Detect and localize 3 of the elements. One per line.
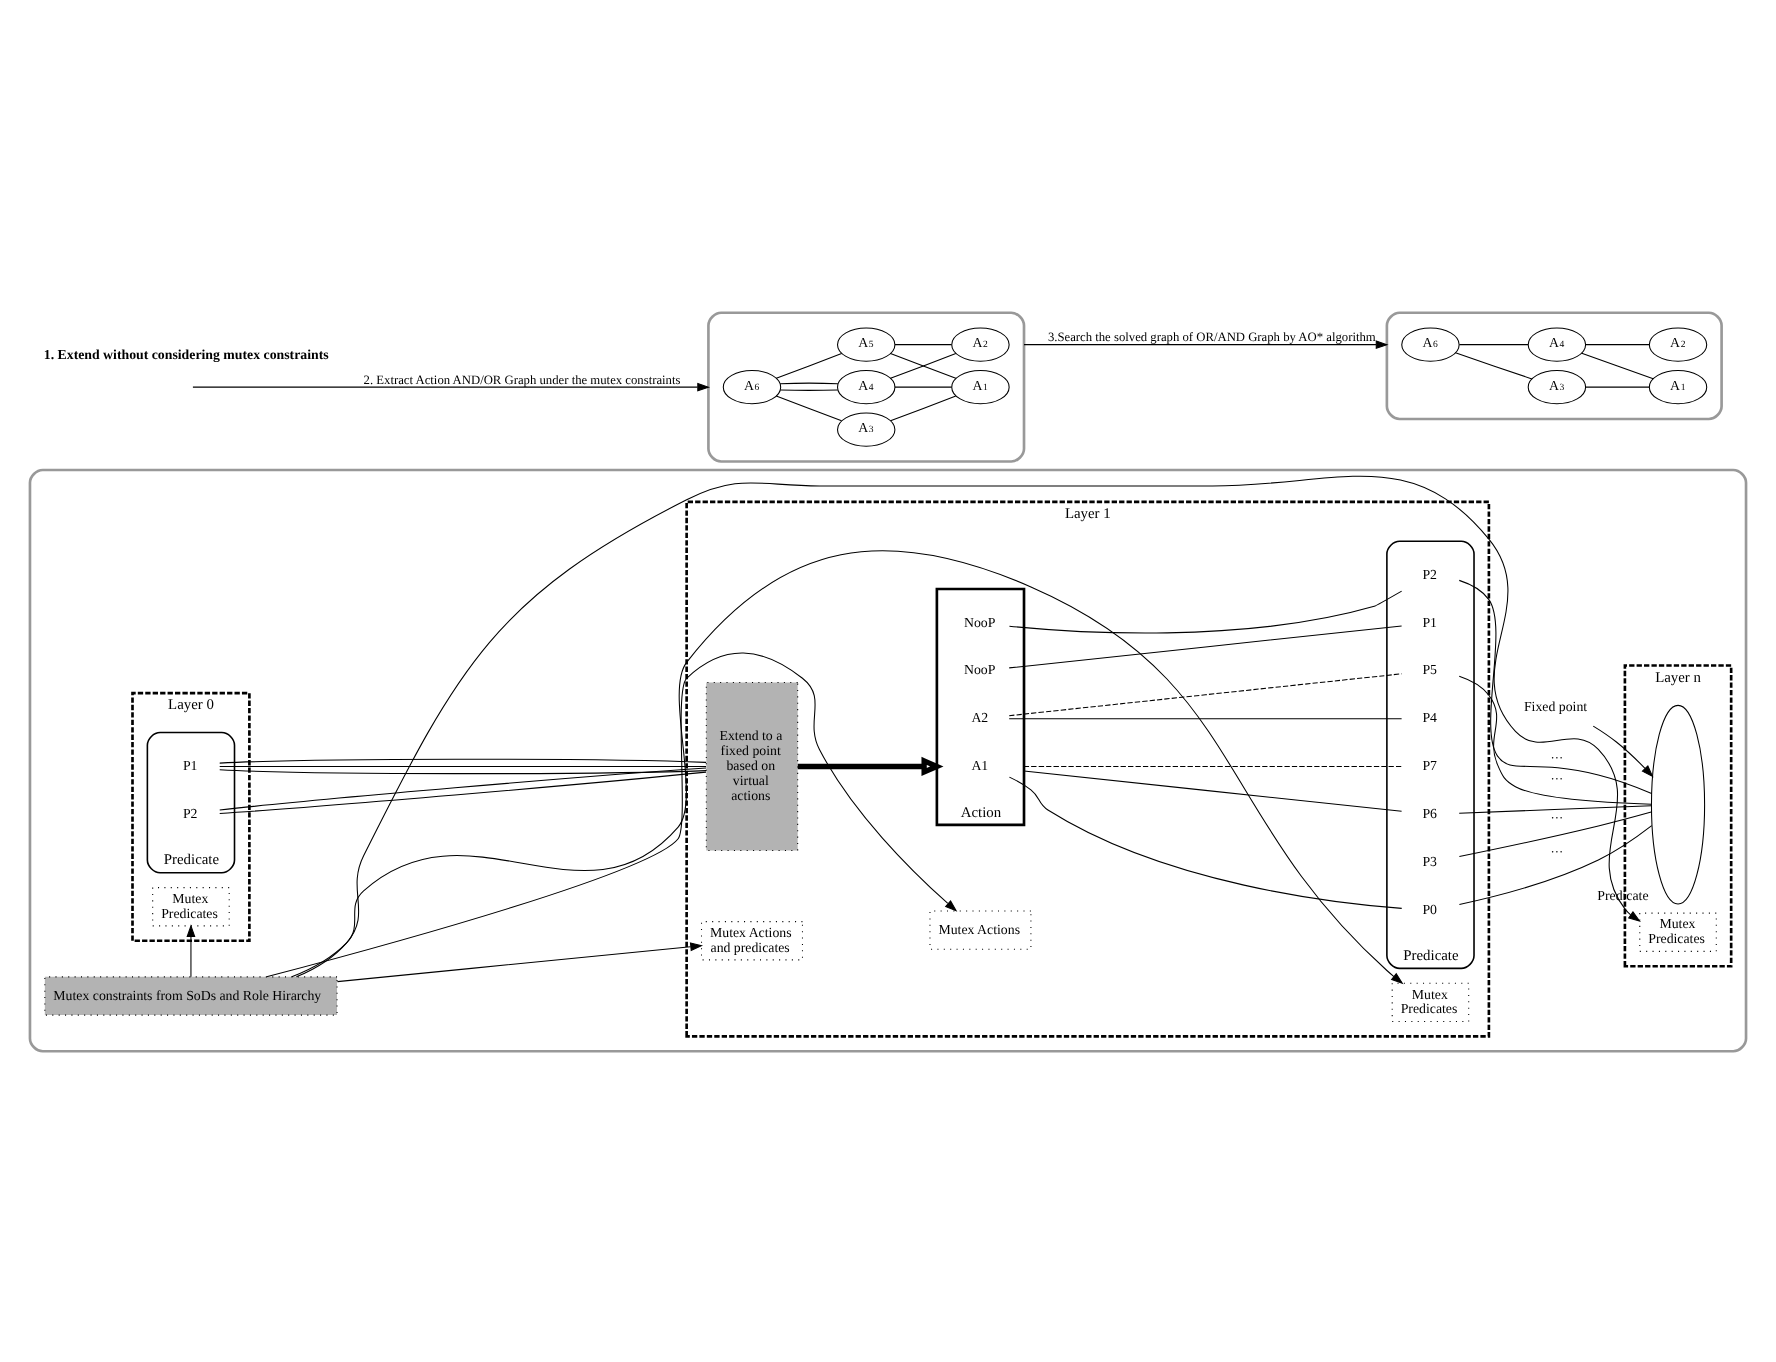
node-label: Action — [960, 801, 1002, 820]
node-label: Predicate — [163, 849, 220, 868]
node-label: Predicate — [1403, 945, 1459, 964]
